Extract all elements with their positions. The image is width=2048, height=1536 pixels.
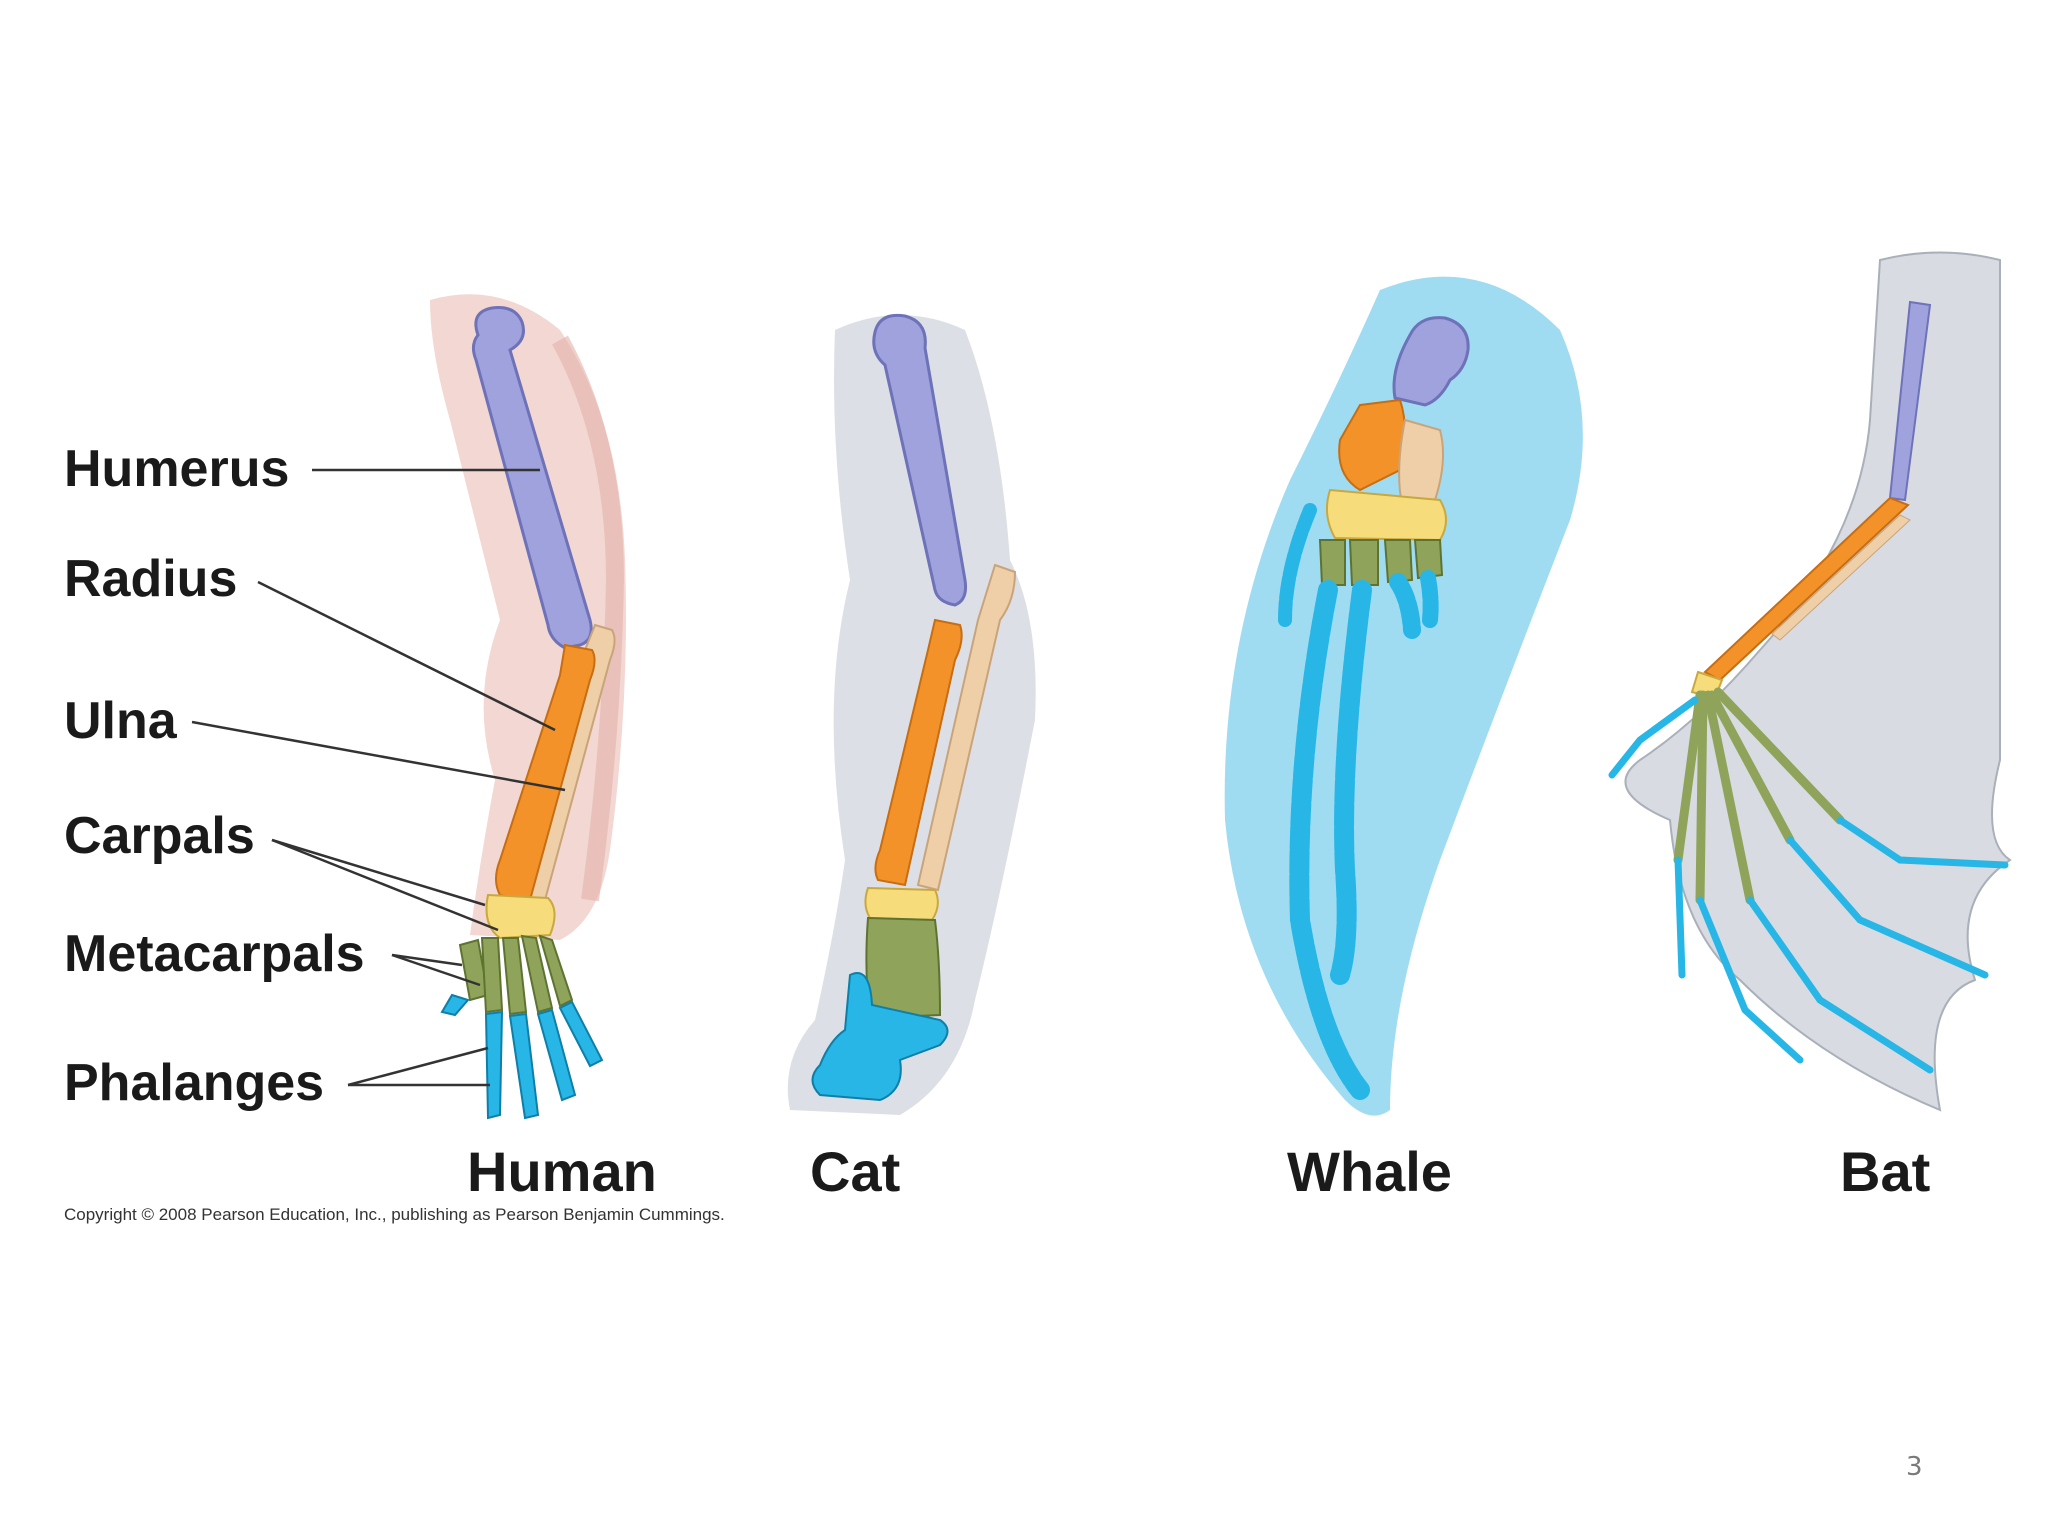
cat-radius — [874, 618, 963, 887]
carpals-leader-2 — [271, 838, 499, 932]
radius-label: Radius — [64, 550, 238, 608]
carpals-leader-1 — [271, 838, 486, 907]
whale-humerus — [1392, 316, 1470, 407]
carpals-label: Carpals — [64, 807, 255, 865]
humerus-label: Humerus — [64, 440, 290, 498]
human-phalanges — [440, 993, 604, 1120]
bat-ulna — [1771, 514, 1911, 641]
phalanges-leader-1 — [347, 1046, 489, 1087]
cat-carpals — [864, 886, 939, 922]
whale-flipper-body — [1224, 276, 1583, 1116]
bat-wing-membrane — [1624, 251, 2012, 1112]
ulna-label: Ulna — [64, 692, 177, 750]
phalanges-label: Phalanges — [64, 1054, 325, 1112]
cat-ulna — [916, 563, 1017, 892]
bat-metacarpals — [1673, 687, 1845, 905]
human-carpals — [485, 893, 556, 940]
ulna-leader — [191, 720, 566, 792]
human-caption: Human — [467, 1140, 657, 1203]
metacarpals-label: Metacarpals — [64, 925, 365, 983]
cat-leg — [787, 313, 1036, 1115]
whale-flipper — [1224, 276, 1583, 1116]
metacarpals-leader-1 — [391, 953, 463, 967]
cat-phalanges — [811, 972, 949, 1102]
human-humerus — [471, 306, 593, 650]
cat-metacarpals — [865, 916, 942, 1020]
bat-phalanges — [1608, 696, 2009, 1074]
page-number: 3 — [1906, 1452, 1923, 1482]
cat-caption: Cat — [810, 1140, 901, 1203]
bat-wing — [1608, 251, 2012, 1112]
whale-ulna — [1398, 418, 1444, 507]
whale-phalanges — [1278, 503, 1439, 1100]
metacarpals-leader-2 — [391, 953, 481, 987]
leader-lines — [191, 468, 566, 1087]
cat-humerus — [872, 313, 967, 607]
human-arm — [430, 294, 626, 1120]
whale-caption: Whale — [1287, 1140, 1452, 1203]
whale-metacarpals — [1318, 539, 1444, 586]
copyright-notice: Copyright © 2008 Pearson Education, Inc.… — [64, 1205, 725, 1224]
radius-leader — [257, 580, 556, 732]
bat-humerus — [1888, 300, 1932, 502]
human-metacarpals — [458, 934, 574, 1016]
bat-caption: Bat — [1840, 1140, 1931, 1203]
